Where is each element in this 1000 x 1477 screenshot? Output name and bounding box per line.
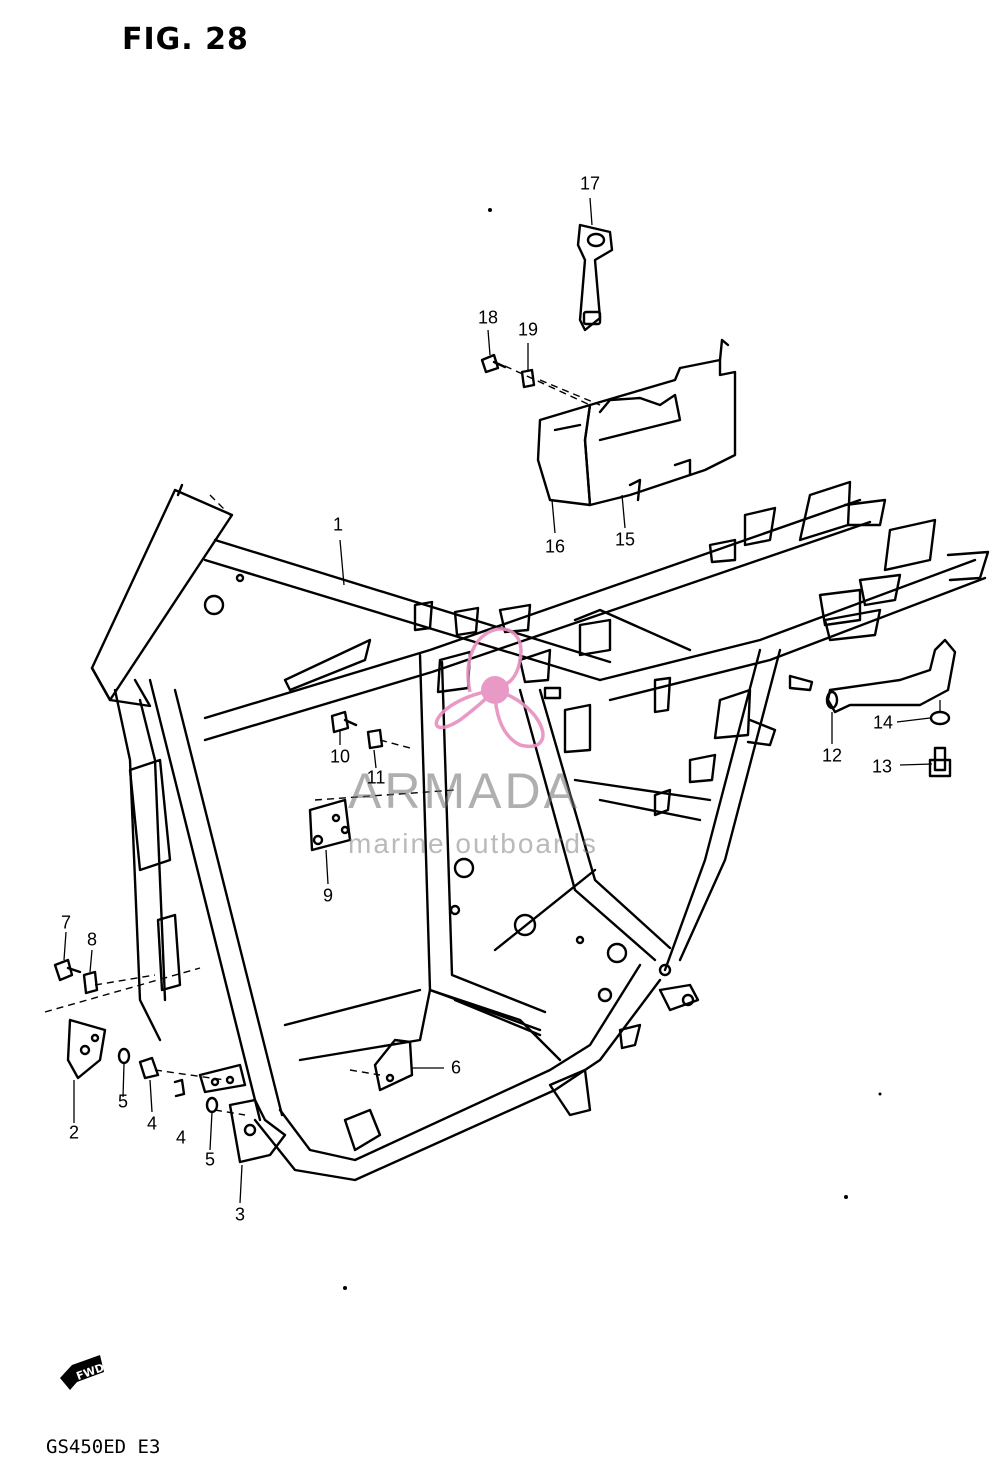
part-12-footrest-bar (788, 638, 957, 714)
part-6-bracket (373, 1038, 414, 1092)
part-9-plate (308, 798, 352, 852)
part-17-battery-strap (576, 223, 614, 332)
forward-arrow-icon: FWD (60, 1355, 106, 1390)
callout-13: 13 (871, 756, 893, 777)
callout-4-second: 4 (175, 1127, 187, 1148)
part-7-bolt (53, 958, 82, 982)
watermark-brand: ARMADA (348, 763, 580, 819)
callout-16: 16 (544, 536, 566, 557)
part-10-bolt (330, 710, 358, 734)
scan-dots (343, 208, 882, 1290)
part-4-bolt (138, 1056, 186, 1098)
callout-18: 18 (477, 307, 499, 328)
callout-19: 19 (517, 319, 539, 340)
leader-lines (63, 197, 941, 1204)
callout-11: 11 (366, 767, 386, 788)
steering-head (90, 483, 245, 708)
callout-8: 8 (86, 929, 98, 950)
part-8-nut (82, 970, 99, 995)
callout-7: 7 (60, 912, 72, 933)
callout-9: 9 (322, 885, 334, 906)
callout-6: 6 (450, 1057, 462, 1078)
part-15-battery-case (583, 338, 737, 507)
model-code: GS450ED E3 (46, 1436, 161, 1458)
callout-3: 3 (234, 1204, 246, 1225)
main-frame (113, 498, 987, 1182)
construction-lines (44, 365, 601, 1116)
part-16-battery-cover (536, 403, 592, 507)
part-2-plate (66, 1018, 107, 1080)
part-3-plate (228, 1098, 287, 1164)
callout-10: 10 (329, 746, 351, 767)
frame-brackets (128, 480, 990, 1152)
part-13-bolt (928, 746, 952, 778)
callout-2: 2 (68, 1122, 80, 1143)
watermark-logo-icon (434, 627, 545, 749)
figure-title: FIG. 28 (122, 22, 249, 57)
callout-5: 5 (117, 1091, 129, 1112)
callout-15: 15 (614, 529, 636, 550)
callout-12: 12 (821, 745, 843, 766)
part-14-washer (929, 710, 951, 726)
callout-17: 17 (579, 173, 601, 194)
part-11-nut (366, 728, 384, 750)
callout-4: 4 (146, 1113, 158, 1134)
part-19-nut (520, 368, 536, 389)
part-18-bolt (480, 353, 507, 374)
callout-14: 14 (872, 712, 894, 733)
callout-1: 1 (332, 514, 344, 535)
callout-5-second: 5 (204, 1149, 216, 1170)
watermark-tagline: marine outboards (348, 828, 598, 859)
